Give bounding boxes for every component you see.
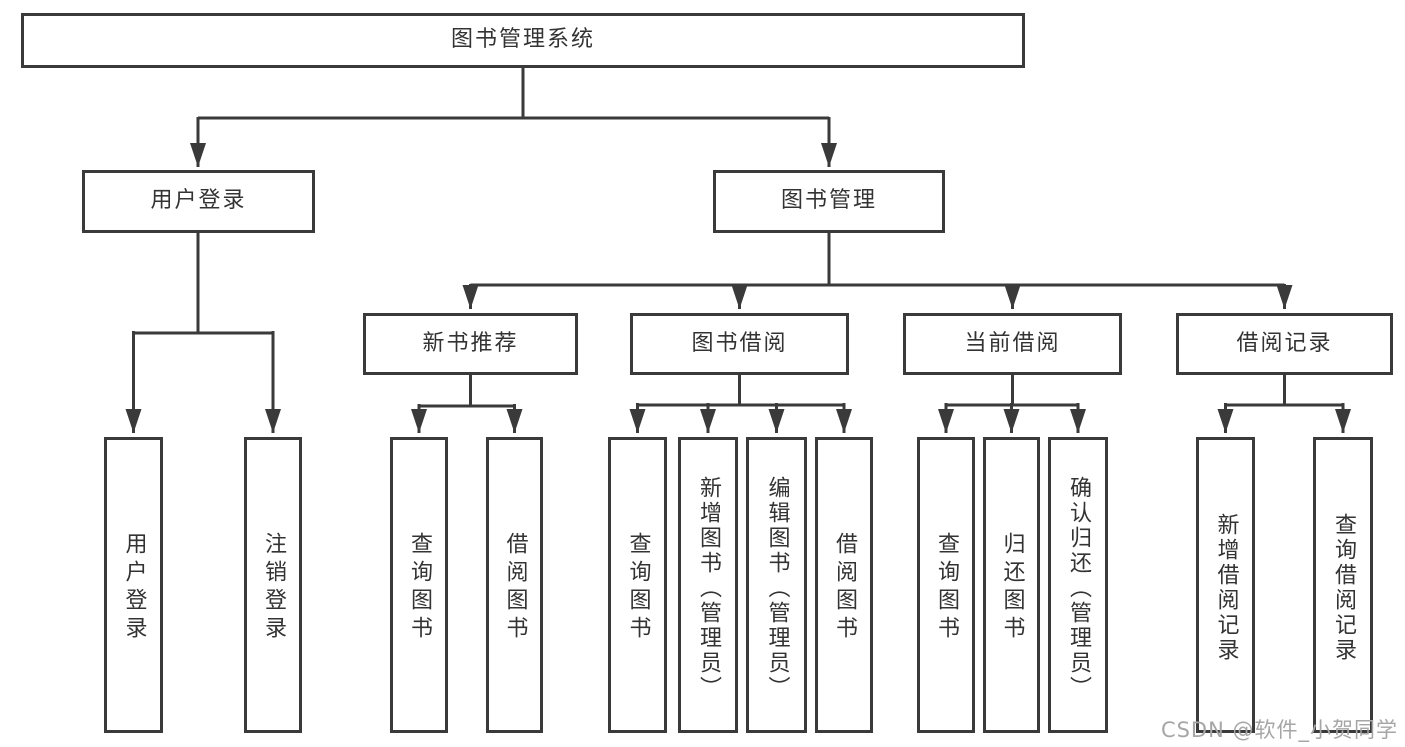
node-user-login: 用户登录: [82, 170, 315, 233]
node-current-borrow: 当前借阅: [903, 313, 1122, 375]
watermark: CSDN @软件_小贺同学: [1160, 718, 1398, 742]
leaf-borrow-edit-admin: 编辑图书（管理员）: [746, 437, 807, 733]
node-root-system: 图书管理系统: [21, 13, 1025, 68]
leaf-logout: 注销登录: [244, 437, 302, 733]
leaf-borrow-book: 借阅图书: [815, 437, 873, 733]
leaf-current-confirm-admin: 确认归还（管理员）: [1048, 437, 1108, 733]
leaf-current-query: 查询图书: [917, 437, 975, 733]
leaf-newbook-query: 查询图书: [390, 437, 448, 733]
leaf-records-add: 新增借阅记录: [1196, 437, 1255, 733]
leaf-borrow-add-admin: 新增图书（管理员）: [678, 437, 738, 733]
node-borrow-records: 借阅记录: [1176, 313, 1393, 375]
leaf-records-query: 查询借阅记录: [1313, 437, 1373, 733]
leaf-newbook-borrow: 借阅图书: [486, 437, 543, 733]
leaf-current-return: 归还图书: [983, 437, 1040, 733]
node-book-management: 图书管理: [713, 170, 945, 233]
node-new-book-recommend: 新书推荐: [363, 313, 578, 375]
node-book-borrow: 图书借阅: [630, 313, 849, 375]
leaf-borrow-query: 查询图书: [608, 437, 667, 733]
leaf-user-login: 用户登录: [104, 437, 163, 733]
